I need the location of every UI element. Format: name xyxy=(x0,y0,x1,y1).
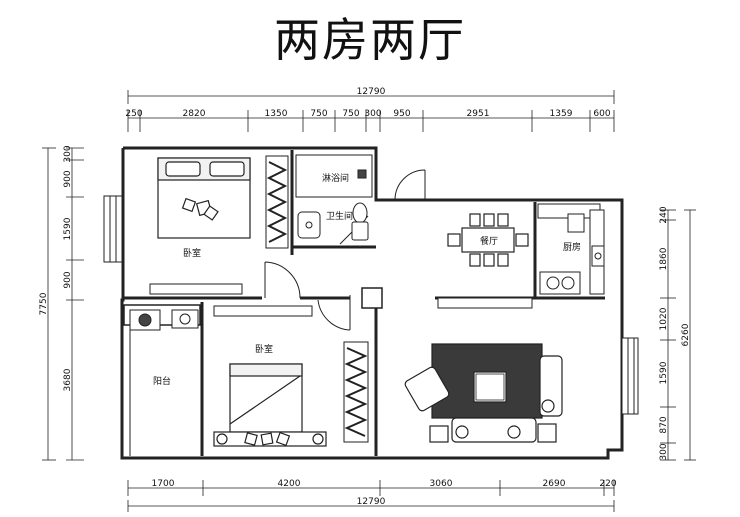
room-label-balcony: 阳台 xyxy=(153,375,171,387)
dim-top-2: 1350 xyxy=(265,109,288,119)
dim-top-8: 1359 xyxy=(550,109,573,119)
dim-right-1: 1860 xyxy=(659,247,669,270)
dim-bottom-3: 2690 xyxy=(543,479,566,489)
dim-top-total: 12790 xyxy=(357,87,386,97)
dim-top-4: 750 xyxy=(342,109,359,119)
dining-table xyxy=(447,213,529,267)
dim-left-1: 900 xyxy=(63,170,73,187)
dim-left-3: 900 xyxy=(63,271,73,288)
dim-bottom-0: 1700 xyxy=(152,479,175,489)
dim-left-total: 7750 xyxy=(39,292,49,315)
dim-left-2: 1590 xyxy=(63,217,73,240)
room-label-dining: 餐厅 xyxy=(480,235,498,247)
dim-bottom-total: 12790 xyxy=(357,497,386,507)
dim-bottom-2: 3060 xyxy=(430,479,453,489)
wardrobe-top xyxy=(265,155,289,249)
room-label-bedroom-bottom: 卧室 xyxy=(255,343,273,355)
doors xyxy=(264,169,426,331)
dimension-right xyxy=(660,209,696,461)
dim-top-0: 250 xyxy=(125,109,142,119)
bed-top xyxy=(157,157,251,239)
dim-top-9: 600 xyxy=(593,109,610,119)
balcony-fixtures xyxy=(129,309,199,456)
dim-top-1: 2820 xyxy=(183,109,206,119)
dim-top-6: 950 xyxy=(393,109,410,119)
dimension-left xyxy=(42,147,84,461)
dim-right-4: 870 xyxy=(659,416,669,433)
dimension-bottom-row xyxy=(127,480,615,512)
room-label-bedroom-top: 卧室 xyxy=(183,247,201,259)
dim-top-3: 750 xyxy=(310,109,327,119)
dim-right-5: 300 xyxy=(659,443,669,460)
dim-left-0: 300 xyxy=(63,145,73,162)
room-label-kitchen: 厨房 xyxy=(563,241,581,253)
dim-right-3: 1590 xyxy=(659,361,669,384)
wardrobe-bottom xyxy=(343,341,369,443)
dim-left-4: 3680 xyxy=(63,368,73,391)
living-room-furniture xyxy=(404,343,563,443)
room-label-bathroom: 卫生间 xyxy=(326,210,353,222)
bed-bottom xyxy=(213,363,327,447)
kitchen-fixtures xyxy=(537,203,605,295)
room-label-shower: 淋浴间 xyxy=(322,172,349,184)
dimension-top-row xyxy=(127,110,615,132)
dim-top-5: 300 xyxy=(364,109,381,119)
dim-right-total: 6260 xyxy=(681,323,691,346)
dim-bottom-4: 220 xyxy=(599,479,616,489)
dim-top-7: 2951 xyxy=(467,109,490,119)
windows xyxy=(103,195,639,415)
dim-bottom-1: 4200 xyxy=(278,479,301,489)
dim-right-0: 240 xyxy=(659,206,669,223)
dim-right-2: 1020 xyxy=(659,307,669,330)
dimension-top-total xyxy=(127,90,615,104)
plan-title: 两房两厅 xyxy=(274,13,466,67)
bathroom-fixtures xyxy=(295,154,373,241)
